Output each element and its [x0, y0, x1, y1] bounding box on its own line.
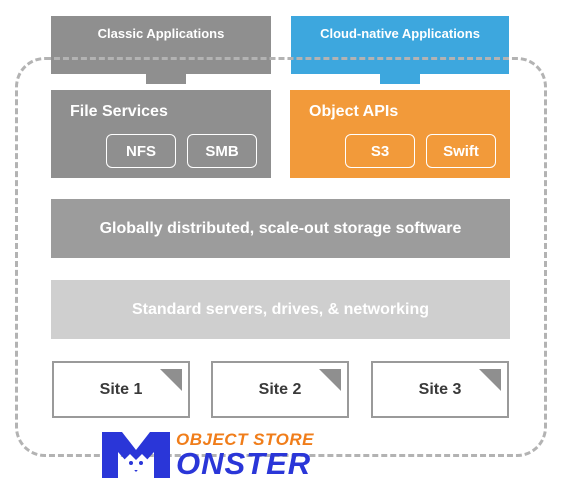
s3-protocol-badge: S3	[345, 134, 415, 168]
logo-wordmark: ONSTER	[176, 446, 312, 481]
swift-label: Swift	[443, 142, 479, 160]
file-services-title: File Services	[70, 103, 168, 120]
site-2-label: Site 2	[258, 380, 302, 398]
logo-tagline: OBJECT STORE	[176, 430, 314, 449]
site-1-label: Site 1	[99, 380, 143, 398]
storage-system-boundary	[15, 57, 547, 457]
s3-label: S3	[370, 142, 390, 160]
cloud-connector	[380, 74, 420, 84]
cloud-native-applications-label: Cloud-native Applications	[320, 25, 480, 41]
classic-applications-body	[51, 50, 271, 74]
classic-applications-label: Classic Applications	[97, 25, 225, 41]
site-3-label: Site 3	[418, 380, 462, 398]
hardware-label: Standard servers, drives, & networking	[132, 300, 429, 318]
classic-connector	[146, 74, 186, 84]
monster-logo-icon	[102, 432, 170, 478]
site-corner-icon	[160, 369, 182, 391]
site-2-box: Site 2	[211, 361, 349, 418]
site-corner-icon	[319, 369, 341, 391]
cloud-native-applications-tab: Cloud-native Applications	[291, 16, 509, 50]
file-services-box: File Services NFS SMB	[51, 90, 271, 178]
nfs-label: NFS	[126, 142, 156, 160]
smb-label: SMB	[205, 142, 239, 160]
site-1-box: Site 1	[52, 361, 190, 418]
site-corner-icon	[479, 369, 501, 391]
storage-software-layer: Globally distributed, scale-out storage …	[51, 199, 510, 258]
storage-software-label: Globally distributed, scale-out storage …	[99, 219, 462, 237]
nfs-protocol-badge: NFS	[106, 134, 176, 168]
cloud-native-applications-body	[291, 50, 509, 74]
classic-applications-tab: Classic Applications	[51, 16, 271, 50]
object-apis-box: Object APIs S3 Swift	[290, 90, 510, 178]
smb-protocol-badge: SMB	[187, 134, 257, 168]
site-3-box: Site 3	[371, 361, 509, 418]
object-apis-title: Object APIs	[309, 103, 399, 120]
swift-protocol-badge: Swift	[426, 134, 496, 168]
hardware-layer: Standard servers, drives, & networking	[51, 280, 510, 339]
